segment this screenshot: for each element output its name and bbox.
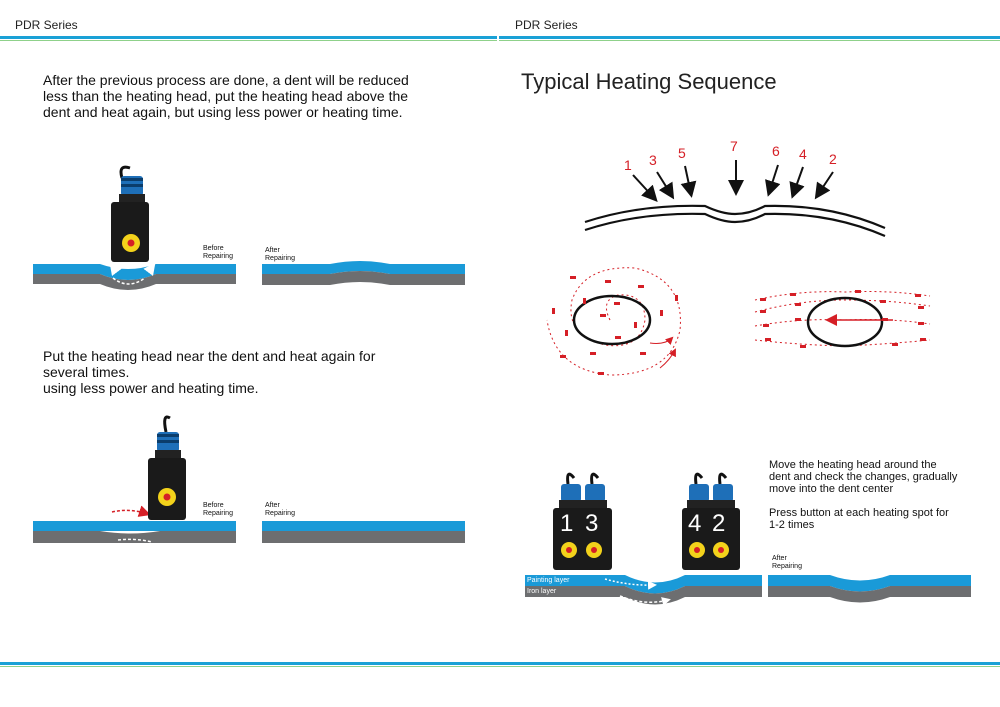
- heating-head-2-of-seq: [706, 472, 740, 570]
- paint-layer: [33, 264, 236, 280]
- diagram-after-1: [262, 261, 465, 285]
- series-label-right: PDR Series: [515, 18, 578, 32]
- after-label-line: After: [265, 502, 280, 509]
- before-label-line: Before: [203, 245, 224, 252]
- layer-after-3: [768, 575, 971, 603]
- rule-gap: [497, 36, 499, 42]
- iron-layer: [262, 271, 465, 285]
- bottom-rule: [0, 662, 1000, 665]
- sequence-number: 6: [772, 143, 780, 159]
- diagram-before-1: [33, 262, 236, 290]
- paint-layer: [33, 521, 236, 531]
- sequence-number: 4: [799, 146, 807, 162]
- layer-before-3: [525, 575, 762, 606]
- para1-line: dent and heat again, but using less powe…: [43, 104, 403, 120]
- instruction-line: dent and check the changes, gradually: [769, 471, 958, 483]
- sequence-arrows: [632, 160, 834, 202]
- after-label-line: Repairing: [265, 255, 295, 262]
- bottom-rule-accent: [0, 666, 1000, 667]
- instruction-line: Move the heating head around the: [769, 459, 937, 471]
- painting-layer-label: Painting layer: [527, 577, 570, 584]
- sequence-number: 3: [649, 152, 657, 168]
- page-title: Typical Heating Sequence: [521, 69, 777, 94]
- instruction-move-head: Move the heating head around the dent an…: [769, 459, 957, 495]
- sequence-number: 5: [678, 145, 686, 161]
- top-rule: [0, 36, 1000, 39]
- instruction-paragraph-1: After the previous process are done, a d…: [43, 72, 409, 120]
- para1-line: After the previous process are done, a d…: [43, 72, 409, 88]
- spiral-pattern: [546, 267, 681, 376]
- para2-line: using less power and heating time.: [43, 380, 259, 396]
- para2-line: Put the heating head near the dent and h…: [43, 348, 376, 364]
- iron-layer: [33, 274, 236, 290]
- heating-head-2: [148, 415, 186, 520]
- panel-curve: [584, 204, 886, 238]
- instruction-line: move into the dent center: [769, 483, 894, 495]
- before-label-line: Repairing: [203, 510, 233, 517]
- after-repairing-label: After Repairing: [772, 555, 802, 571]
- head-number: 3: [585, 510, 599, 537]
- sequence-number: 1: [624, 157, 632, 173]
- paint-layer: [525, 575, 762, 594]
- instruction-paragraph-2: Put the heating head near the dent and h…: [43, 348, 375, 396]
- iron-layer: [525, 586, 762, 605]
- head-number: 4: [688, 510, 702, 537]
- top-rule-accent: [0, 40, 1000, 41]
- after-label-line: Repairing: [772, 563, 802, 570]
- before-repairing-label: Before Repairing: [203, 245, 233, 261]
- head-number: 2: [712, 510, 726, 537]
- heating-head-1: [111, 165, 149, 262]
- head-number: 1: [560, 510, 574, 537]
- para1-line: less than the heating head, put the heat…: [43, 88, 409, 104]
- before-label-line: Repairing: [203, 253, 233, 260]
- paint-layer: [262, 261, 465, 274]
- sequence-number: 2: [829, 151, 837, 167]
- instruction-line: Press button at each heating spot for: [769, 507, 949, 519]
- heating-head-3-of-seq: [578, 472, 612, 570]
- after-repairing-label: After Repairing: [265, 502, 295, 518]
- diagram-after-2: [262, 521, 465, 543]
- after-label-line: Repairing: [265, 510, 295, 517]
- diagram-before-2: [33, 505, 236, 543]
- instruction-line: 1-2 times: [769, 519, 815, 531]
- before-label-line: Before: [203, 502, 224, 509]
- para2-line: several times.: [43, 364, 130, 380]
- after-repairing-label: After Repairing: [265, 247, 295, 263]
- iron-layer-label: Iron layer: [527, 588, 557, 595]
- linear-pattern: [754, 290, 931, 348]
- after-label-line: After: [265, 247, 280, 254]
- sequence-number: 7: [730, 138, 738, 154]
- iron-layer: [33, 531, 236, 543]
- after-label-line: After: [772, 555, 787, 562]
- series-label-left: PDR Series: [15, 18, 78, 32]
- before-repairing-label: Before Repairing: [203, 502, 233, 518]
- instruction-press-button: Press button at each heating spot for 1-…: [769, 507, 949, 531]
